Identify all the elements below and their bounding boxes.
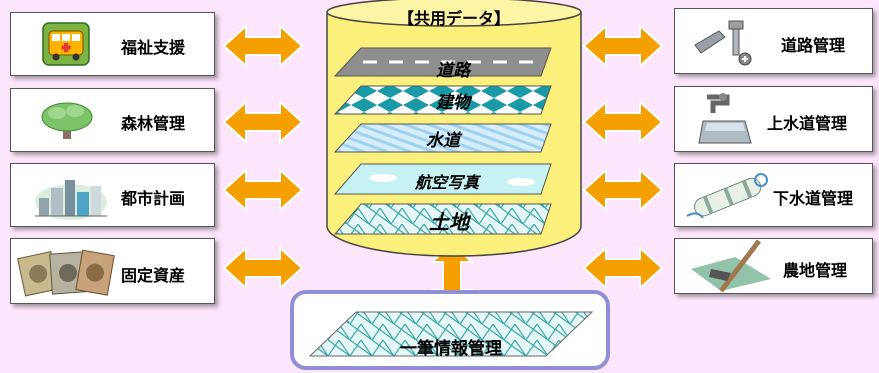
layer-land [333, 203, 552, 235]
cylinder-title: 【共用データ】 [398, 9, 510, 28]
system-box-sewer: 下水道管理 [674, 163, 873, 227]
sewer-pipe-icon [686, 173, 768, 219]
welfare-bus-icon [42, 22, 90, 66]
shared-data-cylinder: 【共用データ】 道路 建物 水道 航空写真 土地 [326, 0, 582, 257]
layer-road-label: 道路 [436, 61, 472, 81]
left-arrow-forest [223, 101, 303, 143]
system-box-welfare: 福祉支援 [10, 12, 215, 76]
layer-water [333, 123, 552, 153]
layer-building-label: 建物 [435, 93, 473, 113]
right-arrow-road-management [583, 25, 663, 67]
layer-aerial-photo [333, 163, 552, 195]
farm-hoe-icon [691, 239, 771, 293]
system-label-fixed-assets: 固定資産 [121, 266, 186, 285]
system-label-forest: 森林管理 [121, 114, 186, 133]
system-box-water-supply: 上水道管理 [674, 86, 873, 152]
system-label-sewer: 下水道管理 [773, 189, 854, 208]
parcel-layer-graphic [308, 311, 594, 357]
system-box-forest: 森林管理 [10, 88, 215, 152]
system-label-welfare: 福祉支援 [121, 38, 186, 57]
parcel-info-box: 一筆情報管理 [290, 290, 610, 370]
layer-aerial-photo-label: 航空写真 [414, 173, 482, 192]
system-box-farmland: 農地管理 [674, 238, 873, 294]
right-arrow-sewer [583, 169, 663, 211]
tree-icon [41, 102, 93, 139]
system-label-farmland: 農地管理 [783, 261, 848, 280]
right-arrow-farmland [583, 247, 663, 289]
left-arrow-welfare [223, 25, 303, 67]
system-box-road-management: 道路管理 [674, 8, 873, 74]
city-buildings-icon [35, 180, 107, 220]
system-box-fixed-assets: 固定資産 [10, 238, 215, 304]
layer-land-label: 土地 [429, 210, 472, 234]
right-arrow-water-supply [583, 101, 663, 143]
left-arrow-urban-planning [223, 169, 303, 211]
water-tap-icon [698, 93, 752, 144]
layer-building [333, 85, 552, 115]
system-label-urban-planning: 都市計画 [121, 189, 186, 208]
system-box-urban-planning: 都市計画 [10, 163, 215, 227]
layer-water-label: 水道 [426, 131, 463, 151]
road-bolt-icon [694, 20, 752, 66]
left-arrow-fixed-assets [223, 247, 303, 289]
system-label-road-management: 道路管理 [781, 36, 846, 55]
system-label-water-supply: 上水道管理 [767, 114, 848, 133]
parcel-info-label: 一筆情報管理 [400, 339, 502, 359]
banknotes-icon [17, 249, 115, 297]
